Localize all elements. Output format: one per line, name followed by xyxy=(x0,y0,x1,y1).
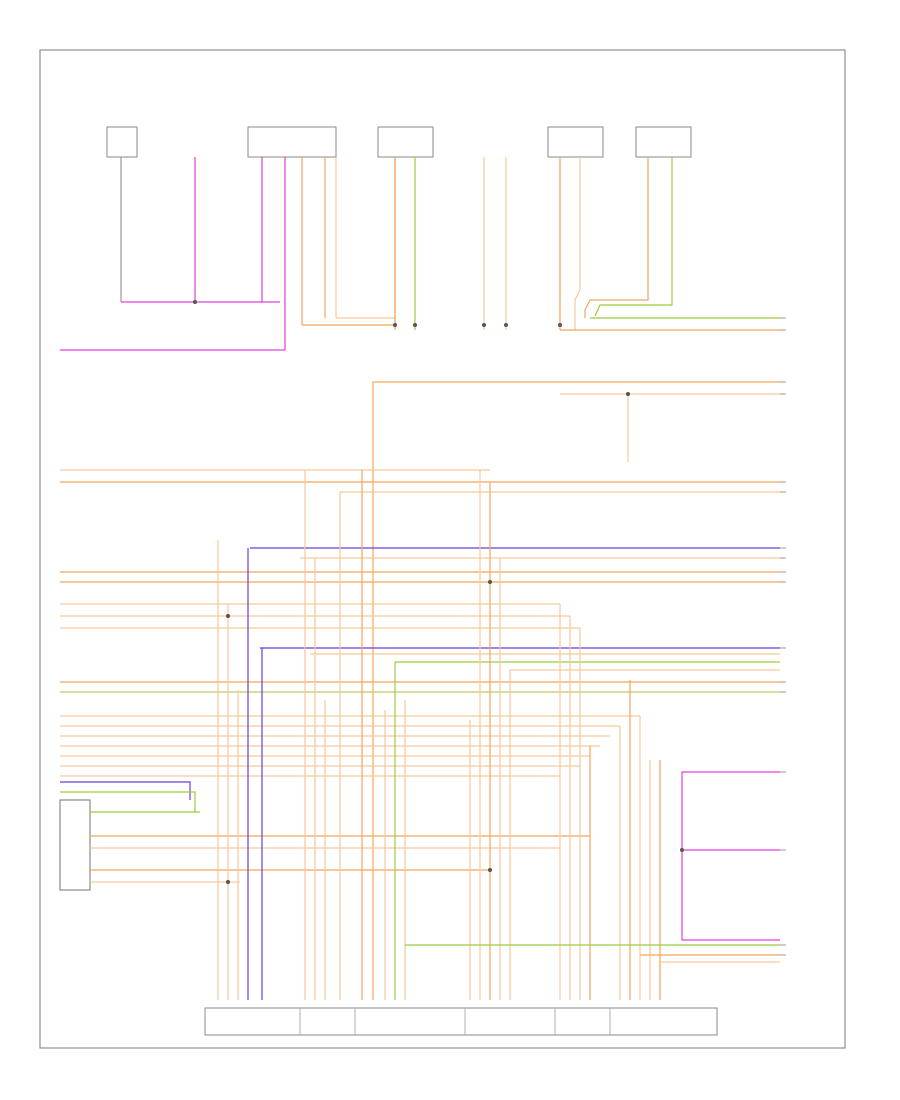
right-terminals xyxy=(780,317,786,956)
bottom-vertical-drops xyxy=(217,470,780,1000)
component-box-1 xyxy=(106,126,138,158)
junction-dots xyxy=(193,300,684,884)
bottom-connector-divisions xyxy=(299,1008,611,1035)
component-box-2 xyxy=(247,126,337,158)
right-pink-loop xyxy=(681,771,780,941)
top-right-wires xyxy=(560,317,780,331)
component-box-3 xyxy=(377,126,434,158)
lower-left-module-box xyxy=(59,799,91,891)
diagram-border xyxy=(39,49,846,1049)
bottom-connector xyxy=(204,1007,718,1036)
component-box-5 xyxy=(635,126,692,158)
middle-bus-wires xyxy=(60,381,780,1000)
component-box-4 xyxy=(547,126,604,158)
top-components xyxy=(106,126,692,158)
lower-left-bundle xyxy=(59,715,640,891)
top-vertical-wires xyxy=(60,157,673,351)
